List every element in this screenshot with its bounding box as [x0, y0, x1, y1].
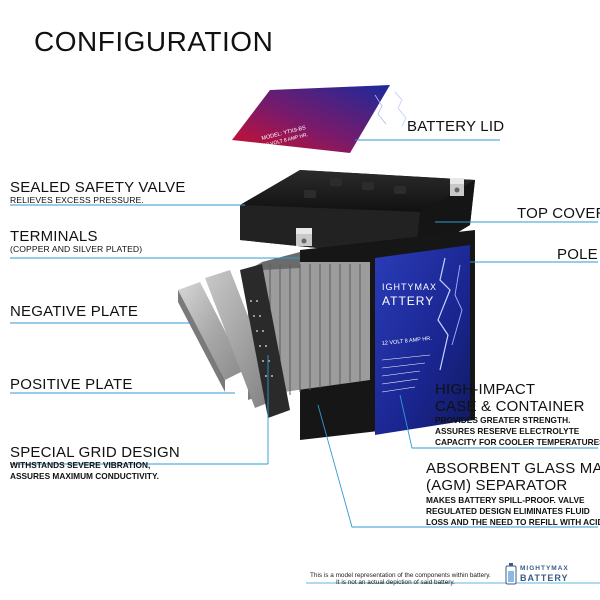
label-agm-2: (AGM) SEPARATOR: [426, 477, 568, 494]
label-high-impact-1: HIGH-IMPACT: [435, 381, 536, 398]
footer-disclaimer-2: It is not an actual depiction of said ba…: [336, 579, 455, 586]
case-brand-1: IGHTYMAX: [382, 282, 437, 292]
footer-logo-1: MIGHTYMAX: [520, 565, 569, 572]
label-terminals: TERMINALS: [10, 228, 98, 245]
label-agm-sub-2: REGULATED DESIGN ELIMINATES FLUID: [426, 506, 590, 516]
label-high-impact-sub-1: PROVIDES GREATER STRENGTH.: [435, 415, 571, 425]
negative-plate: [178, 282, 245, 380]
page-title: CONFIGURATION: [34, 26, 274, 57]
label-grid-design: SPECIAL GRID DESIGN: [10, 444, 180, 461]
footer-disclaimer-1: This is a model representation of the co…: [310, 572, 491, 579]
case-brand-2: ATTERY: [382, 294, 434, 308]
label-high-impact-sub-2: ASSURES RESERVE ELECTROLYTE: [435, 426, 580, 436]
label-sealed-valve: SEALED SAFETY VALVE: [10, 179, 186, 196]
label-grid-sub-2: ASSURES MAXIMUM CONDUCTIVITY.: [10, 471, 159, 481]
label-positive-plate: POSITIVE PLATE: [10, 376, 133, 393]
battery-lid: MODEL: YTX9-BS 12 VOLT 8 AMP HR.: [232, 85, 407, 153]
label-pole: POLE: [557, 246, 598, 263]
label-top-cover: TOP COVER: [517, 205, 600, 222]
top-cover: [240, 170, 475, 258]
label-terminals-sub: (COPPER AND SILVER PLATED): [10, 244, 143, 254]
label-battery-lid: BATTERY LID: [407, 118, 505, 135]
footer-logo-2: BATTERY: [520, 573, 569, 583]
label-grid-sub-1: WITHSTANDS SEVERE VIBRATION,: [10, 460, 151, 470]
label-high-impact-sub-3: CAPACITY FOR COOLER TEMPERATURES.: [435, 437, 600, 447]
label-agm-sub-1: MAKES BATTERY SPILL-PROOF. VALVE: [426, 495, 585, 505]
label-sealed-valve-sub: RELIEVES EXCESS PRESSURE.: [10, 195, 144, 205]
label-negative-plate: NEGATIVE PLATE: [10, 303, 139, 320]
label-agm-sub-3: LOSS AND THE NEED TO REFILL WITH ACID.: [426, 517, 600, 527]
case-spec: 12 VOLT 8 AMP HR.: [382, 336, 433, 347]
leader-lines: [10, 139, 598, 528]
label-agm-1: ABSORBENT GLASS MAT: [426, 460, 600, 477]
grid-plate: [240, 264, 290, 418]
label-high-impact-2: CASE & CONTAINER: [435, 398, 585, 415]
